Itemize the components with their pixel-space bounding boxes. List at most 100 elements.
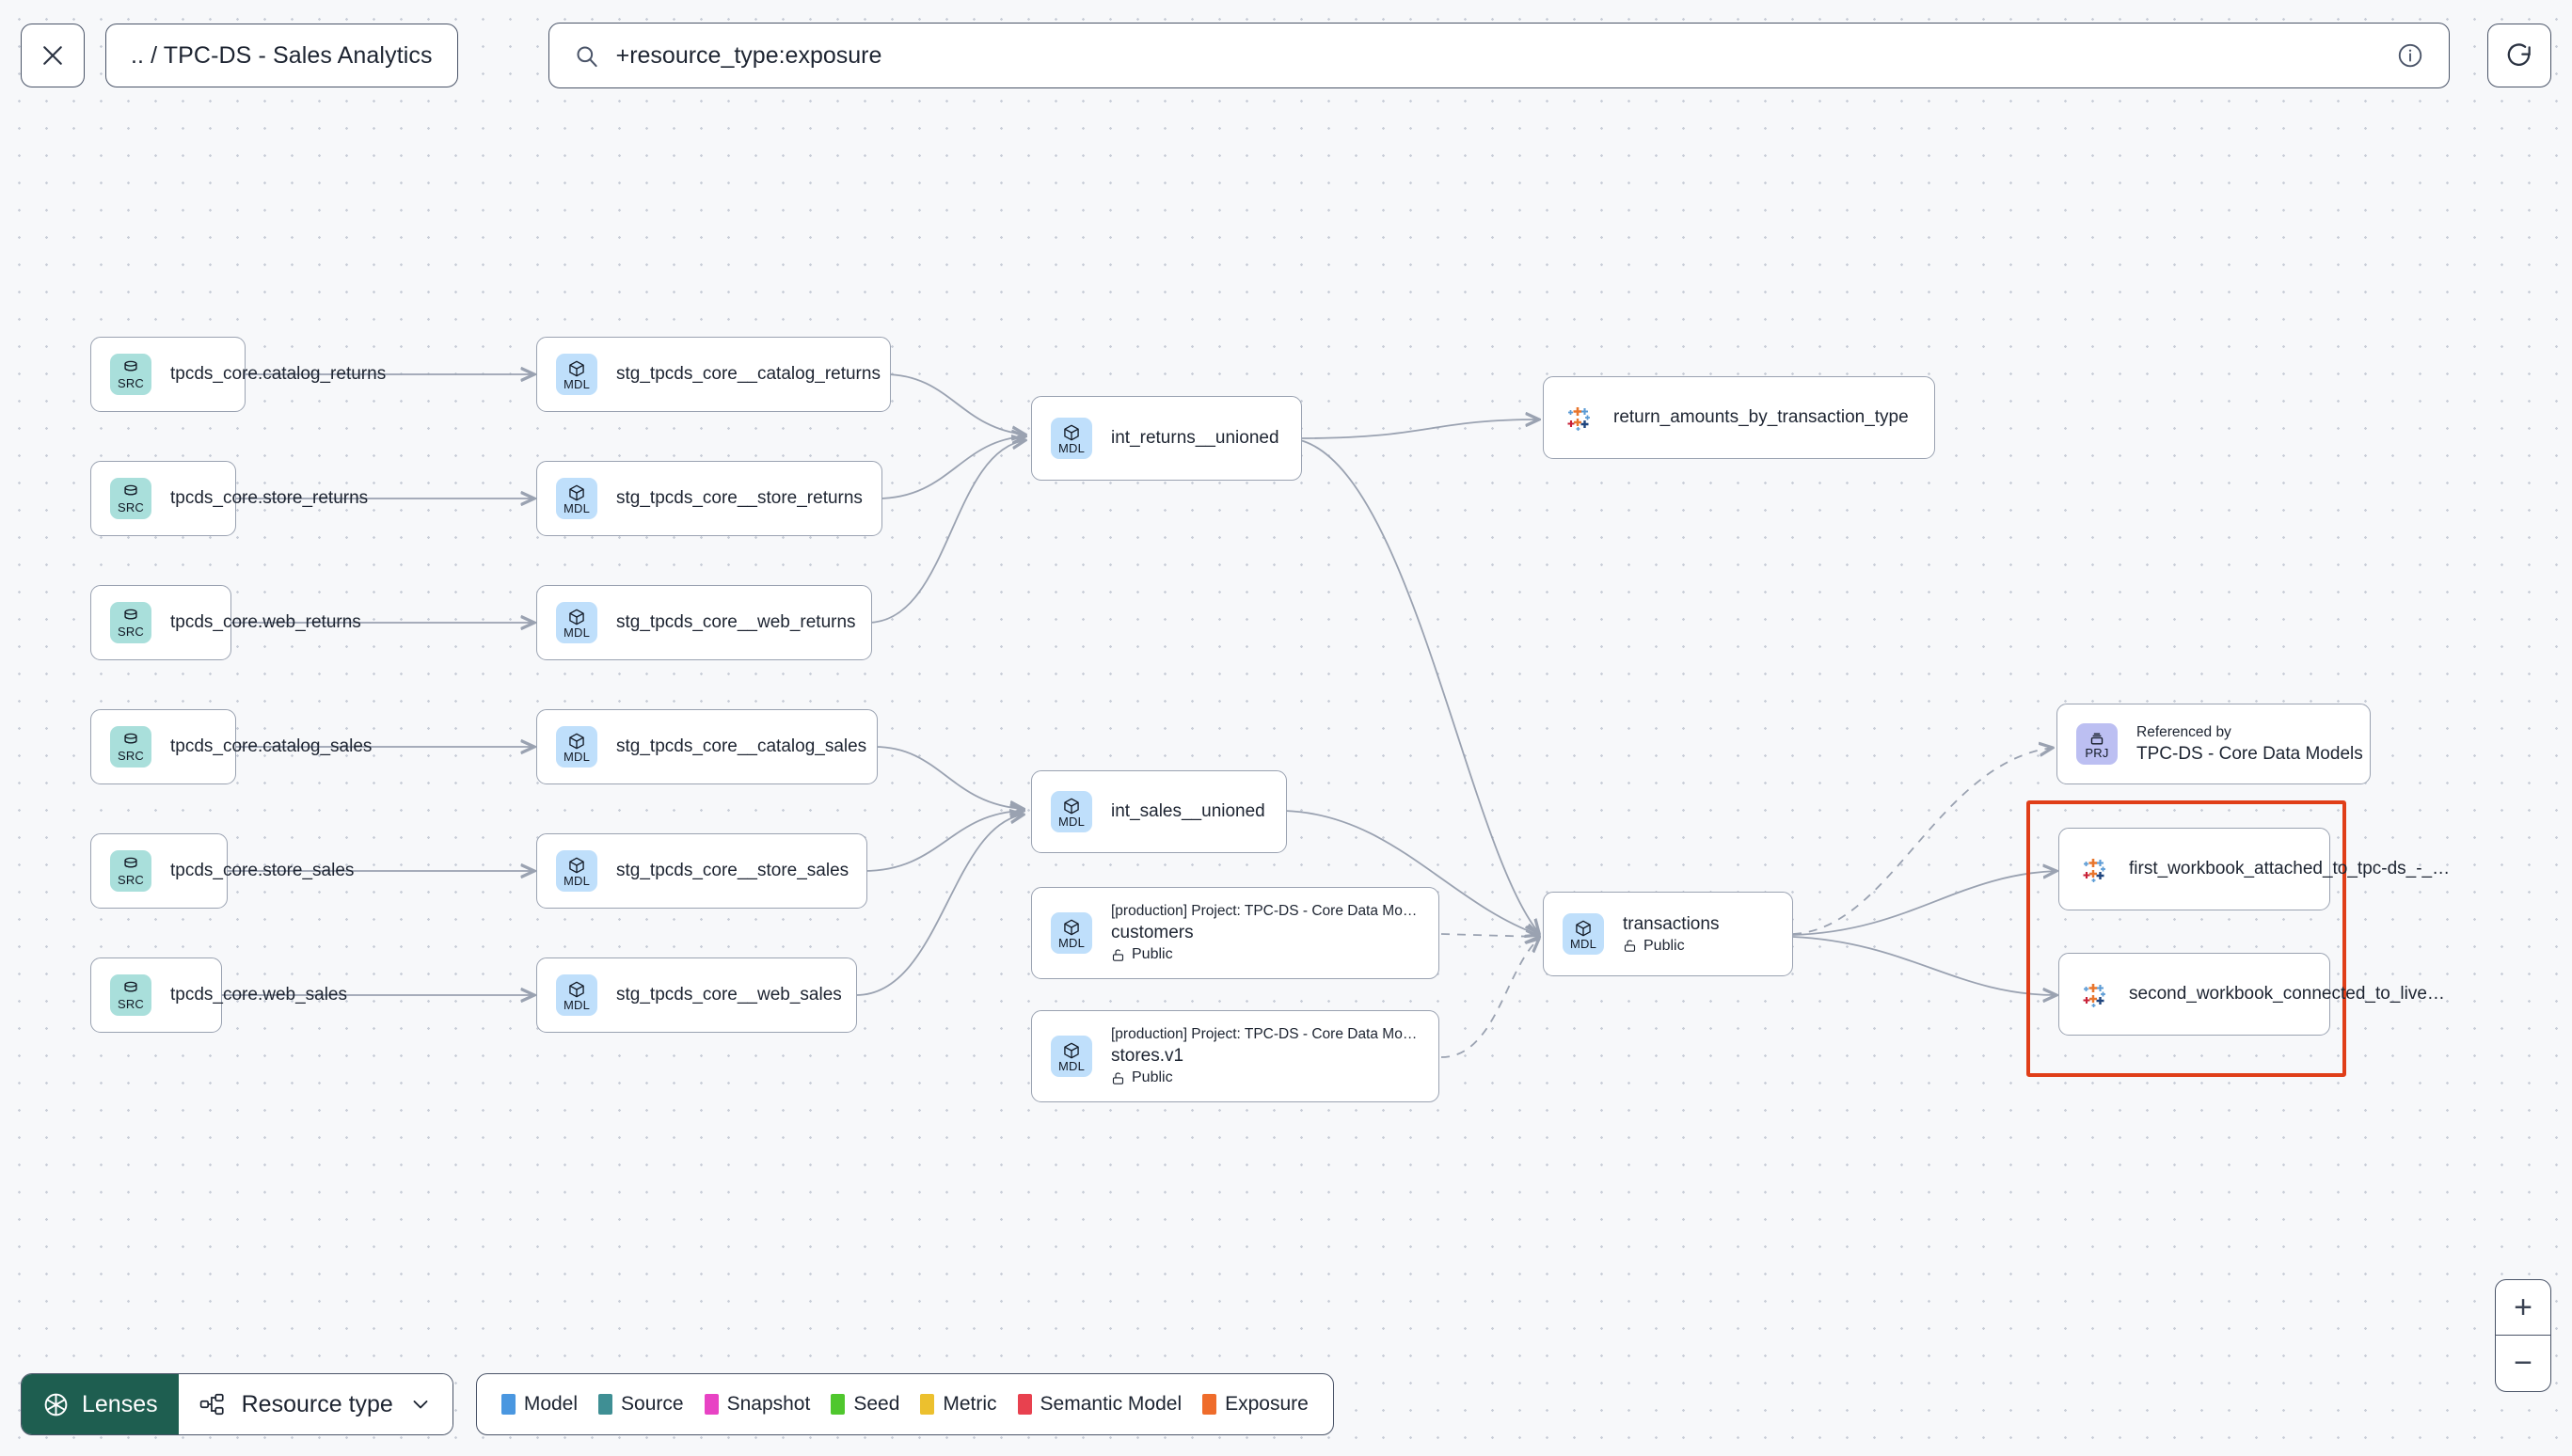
exposure-highlight-frame	[2026, 800, 2346, 1077]
legend-label: Exposure	[1225, 1393, 1309, 1415]
tableau-icon	[1563, 402, 1595, 434]
node-source-store-sales[interactable]: SRC tpcds_core.store_sales	[90, 833, 354, 909]
src-badge-text: SRC	[117, 997, 145, 1011]
legend-label: Semantic Model	[1040, 1393, 1183, 1415]
legend-swatch	[598, 1394, 613, 1415]
node-text-block: transactions Public	[1623, 914, 1719, 955]
prj-badge-text: PRJ	[2085, 746, 2109, 760]
legend-label: Seed	[853, 1393, 900, 1415]
node-text-block: [production] Project: TPC-DS - Core Data…	[1111, 903, 1417, 963]
node-exposure-second-workbook[interactable]: second_workbook_connected_to_live…	[2058, 953, 2445, 1036]
node-source-catalog-returns[interactable]: SRC tpcds_core.catalog_returns	[90, 337, 386, 412]
node-text-block: [production] Project: TPC-DS - Core Data…	[1111, 1026, 1417, 1086]
mdl-badge: MDL	[556, 726, 597, 768]
node-model-stg-web-returns[interactable]: MDL stg_tpcds_core__web_returns	[536, 585, 872, 660]
node-model-transactions[interactable]: MDL transactions Public	[1543, 892, 1793, 976]
resource-type-dropdown[interactable]: Resource type	[178, 1374, 452, 1434]
search-bar[interactable]: +resource_type:exposure	[548, 23, 2450, 88]
legend-label: Model	[523, 1393, 579, 1415]
legend-item-seed: Seed	[831, 1393, 899, 1416]
search-icon	[574, 43, 599, 69]
node-model-stg-catalog-sales[interactable]: MDL stg_tpcds_core__catalog_sales	[536, 709, 878, 784]
mdl-badge: MDL	[556, 850, 597, 892]
legend-item-model: Model	[500, 1393, 579, 1416]
src-badge-text: SRC	[117, 500, 145, 514]
src-badge: SRC	[110, 478, 151, 519]
legend-swatch	[1202, 1394, 1217, 1415]
node-source-catalog-sales[interactable]: SRC tpcds_core.catalog_sales	[90, 709, 372, 784]
node-visibility: Public	[1623, 938, 1719, 955]
mdl-badge-text: MDL	[563, 749, 591, 764]
breadcrumb[interactable]: .. / TPC-DS - Sales Analytics	[105, 24, 458, 87]
node-source-web-sales[interactable]: SRC tpcds_core.web_sales	[90, 957, 347, 1033]
node-label: tpcds_core.catalog_returns	[170, 364, 387, 384]
unlock-icon	[1111, 1070, 1125, 1086]
node-project-label: [production] Project: TPC-DS - Core Data…	[1111, 1026, 1418, 1042]
mdl-badge-text: MDL	[563, 625, 591, 640]
legend-label: Snapshot	[726, 1393, 811, 1415]
src-badge: SRC	[110, 602, 151, 643]
node-label: stg_tpcds_core__catalog_sales	[616, 736, 867, 756]
mdl-badge-text: MDL	[563, 500, 591, 515]
node-label: tpcds_core.store_returns	[170, 488, 369, 508]
src-badge: SRC	[110, 850, 151, 892]
node-label: int_returns__unioned	[1111, 428, 1279, 448]
node-label: int_sales__unioned	[1111, 801, 1265, 821]
node-source-web-returns[interactable]: SRC tpcds_core.web_returns	[90, 585, 361, 660]
zoom-controls: + −	[2495, 1279, 2551, 1392]
node-model-stg-catalog-returns[interactable]: MDL stg_tpcds_core__catalog_returns	[536, 337, 891, 412]
legend-item-snapshot: Snapshot	[704, 1393, 811, 1416]
node-label: second_workbook_connected_to_live…	[2129, 984, 2445, 1004]
legend-swatch	[704, 1394, 719, 1415]
node-label: tpcds_core.web_returns	[170, 612, 361, 632]
nodes-icon	[199, 1392, 226, 1416]
legend-item-metric: Metric	[920, 1393, 997, 1416]
node-model-stores-v1[interactable]: MDL [production] Project: TPC-DS - Core …	[1031, 1010, 1439, 1102]
node-visibility-label: Public	[1643, 937, 1685, 954]
mdl-badge: MDL	[556, 354, 597, 395]
legend-swatch	[831, 1394, 846, 1415]
node-exposure-first-workbook[interactable]: first_workbook_attached_to_tpc-ds_-_…	[2058, 828, 2450, 910]
node-project-referenced-by[interactable]: PRJ Referenced by TPC-DS - Core Data Mod…	[2056, 704, 2371, 784]
node-label: stg_tpcds_core__store_returns	[616, 488, 863, 508]
zoom-in-button[interactable]: +	[2496, 1280, 2550, 1336]
node-source-store-returns[interactable]: SRC tpcds_core.store_returns	[90, 461, 368, 536]
unlock-icon	[1111, 947, 1125, 963]
node-visibility: Public	[1111, 946, 1417, 963]
node-model-stg-web-sales[interactable]: MDL stg_tpcds_core__web_sales	[536, 957, 857, 1033]
node-label: tpcds_core.catalog_sales	[170, 736, 373, 756]
legend-swatch	[500, 1394, 516, 1415]
chevron-down-icon	[409, 1393, 432, 1416]
mdl-badge: MDL	[556, 974, 597, 1016]
node-label: stg_tpcds_core__catalog_returns	[616, 364, 881, 384]
node-model-int-sales-unioned[interactable]: MDL int_sales__unioned	[1031, 770, 1287, 853]
node-model-stg-store-sales[interactable]: MDL stg_tpcds_core__store_sales	[536, 833, 867, 909]
lenses-button[interactable]: Lenses	[22, 1374, 179, 1434]
bottom-toolbar: Lenses Resource type	[21, 1373, 1334, 1435]
node-model-stg-store-returns[interactable]: MDL stg_tpcds_core__store_returns	[536, 461, 882, 536]
resource-type-legend: Model Source Snapshot Seed Metric Semant…	[475, 1373, 1334, 1435]
mdl-badge-text: MDL	[1057, 440, 1086, 455]
node-label: stg_tpcds_core__web_sales	[616, 985, 842, 1005]
node-model-int-returns-unioned[interactable]: MDL int_returns__unioned	[1031, 396, 1302, 481]
node-visibility: Public	[1111, 1069, 1417, 1086]
zoom-out-button[interactable]: −	[2514, 1345, 2532, 1381]
mdl-badge: MDL	[1051, 912, 1092, 954]
unlock-icon	[1623, 938, 1637, 954]
lenses-control: Lenses Resource type	[21, 1373, 453, 1435]
mdl-badge-text: MDL	[563, 376, 591, 391]
node-referenced-by-label: Referenced by	[2136, 723, 2231, 740]
legend-item-source: Source	[598, 1393, 684, 1416]
close-button[interactable]	[21, 24, 85, 87]
legend-swatch	[1017, 1394, 1032, 1415]
node-project-label: [production] Project: TPC-DS - Core Data…	[1111, 903, 1418, 919]
search-input[interactable]: +resource_type:exposure	[615, 41, 882, 69]
node-model-customers[interactable]: MDL [production] Project: TPC-DS - Core …	[1031, 887, 1439, 979]
node-exposure-return-amounts[interactable]: return_amounts_by_transaction_type	[1543, 376, 1935, 459]
src-badge: SRC	[110, 974, 151, 1016]
refresh-button[interactable]	[2487, 24, 2551, 87]
info-icon[interactable]	[2396, 41, 2424, 70]
src-badge: SRC	[110, 726, 151, 768]
